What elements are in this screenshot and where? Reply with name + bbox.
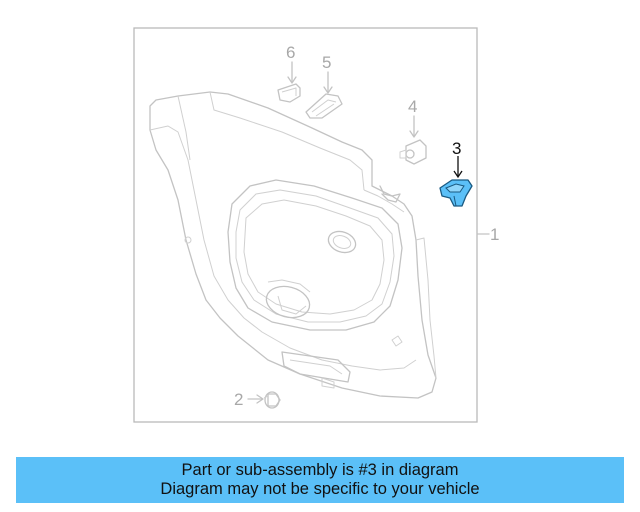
part-2-push-pin[interactable] (263, 391, 281, 409)
callout-5[interactable]: 5 (322, 53, 331, 72)
callout-3[interactable]: 3 (452, 139, 461, 158)
info-banner: Part or sub-assembly is #3 in diagram Di… (16, 457, 624, 503)
diagram-frame (133, 27, 478, 423)
callout-6[interactable]: 6 (286, 43, 295, 62)
banner-line-disclaimer: Diagram may not be specific to your vehi… (160, 480, 480, 498)
callout-4[interactable]: 4 (408, 97, 417, 116)
part-5-retainer[interactable] (305, 93, 343, 119)
part-6-clip[interactable] (277, 83, 301, 103)
quarter-trim-panel (149, 91, 437, 399)
callout-1[interactable]: 1 (490, 225, 499, 244)
banner-line-part: Part or sub-assembly is #3 in diagram (181, 461, 459, 479)
callout-2[interactable]: 2 (234, 390, 243, 409)
parts-diagram: 1 6 5 4 3 2 (133, 27, 499, 423)
part-3-bracket[interactable] (439, 179, 473, 207)
part-4-fastener[interactable] (399, 139, 427, 165)
